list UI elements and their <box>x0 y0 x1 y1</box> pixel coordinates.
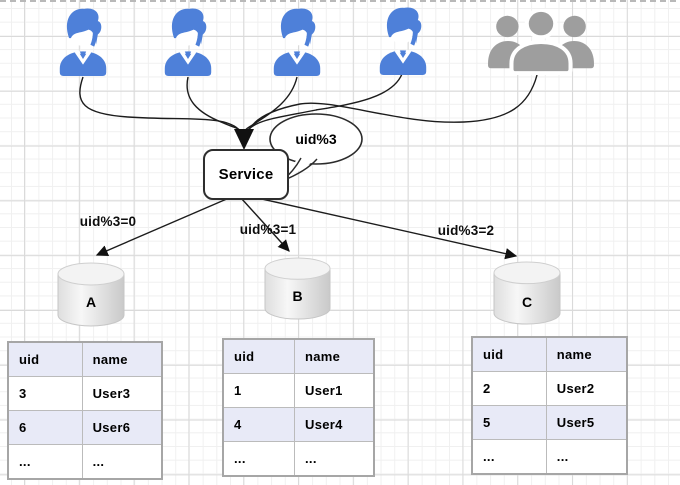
users-group-icon <box>488 9 594 76</box>
service-node: Service <box>203 149 289 200</box>
cylinder-icon <box>493 261 561 325</box>
edge-label-mod2: uid%3=2 <box>437 223 495 238</box>
cell-name: User1 <box>294 373 375 408</box>
table-header-row: uid name <box>222 338 375 374</box>
database-cylinder-c: C <box>493 261 561 325</box>
cell-name: User5 <box>545 405 628 440</box>
cell-name: ... <box>294 441 375 477</box>
cylinder-icon <box>264 257 331 320</box>
user-icon <box>59 8 107 76</box>
header-cell-uid: uid <box>471 336 547 372</box>
table-row: 6 User6 <box>7 410 163 445</box>
table-shard-a: uid name 3 User3 6 User6 ... ... <box>7 341 163 480</box>
database-label: A <box>85 294 97 310</box>
cell-uid: 5 <box>471 405 547 440</box>
table-row: ... ... <box>222 441 375 477</box>
header-cell-name: name <box>294 338 375 374</box>
cell-uid: ... <box>471 439 547 475</box>
database-label: C <box>521 294 533 310</box>
cell-name: User2 <box>545 371 628 406</box>
table-shard-b: uid name 1 User1 4 User4 ... ... <box>222 338 375 477</box>
cell-name: ... <box>81 444 163 480</box>
cell-name: User4 <box>294 407 375 442</box>
cylinder-icon <box>57 262 125 327</box>
table-row: 4 User4 <box>222 407 375 442</box>
table-row: ... ... <box>7 444 163 480</box>
table-header-row: uid name <box>7 341 163 377</box>
user-icon <box>273 8 321 76</box>
database-label: B <box>292 288 303 304</box>
converge-arrowhead-icon <box>234 129 254 150</box>
table-row: 5 User5 <box>471 405 628 440</box>
cell-name: User3 <box>81 376 163 411</box>
table-row: 1 User1 <box>222 373 375 408</box>
service-label: Service <box>218 166 274 183</box>
database-cylinder-b: B <box>264 257 331 320</box>
cell-uid: 1 <box>222 373 296 408</box>
table-row: 3 User3 <box>7 376 163 411</box>
header-cell-uid: uid <box>7 341 83 377</box>
cell-name: User6 <box>81 410 163 445</box>
page-break-line <box>0 0 680 2</box>
cell-uid: 3 <box>7 376 83 411</box>
cell-uid: ... <box>222 441 296 477</box>
user-icon <box>164 8 212 76</box>
header-cell-name: name <box>81 341 163 377</box>
edge-label-mod1: uid%3=1 <box>239 222 297 237</box>
edge-label-mod0: uid%3=0 <box>79 214 137 229</box>
database-cylinder-a: A <box>57 262 125 327</box>
table-row: 2 User2 <box>471 371 628 406</box>
table-shard-c: uid name 2 User2 5 User5 ... ... <box>471 336 628 475</box>
header-cell-uid: uid <box>222 338 296 374</box>
cell-uid: 2 <box>471 371 547 406</box>
user-icon <box>379 7 427 75</box>
cell-uid: 4 <box>222 407 296 442</box>
table-header-row: uid name <box>471 336 628 372</box>
cell-uid: ... <box>7 444 83 480</box>
table-row: ... ... <box>471 439 628 475</box>
cell-name: ... <box>545 439 628 475</box>
bubble-label: uid%3 <box>295 131 337 147</box>
cell-uid: 6 <box>7 410 83 445</box>
header-cell-name: name <box>545 336 628 372</box>
